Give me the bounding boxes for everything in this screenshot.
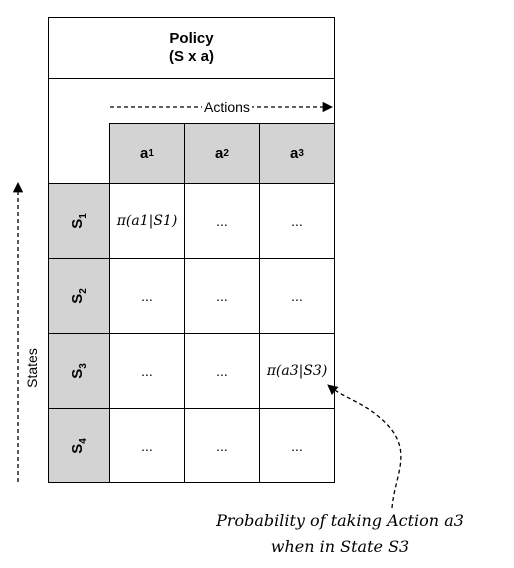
title-line-1: Policy [169, 30, 214, 47]
row-header-s1: S1 [48, 183, 110, 259]
policy-s1-a1: π(a1|S1) [116, 213, 178, 229]
actions-axis-label: Actions [202, 99, 252, 115]
cell-text: ... [216, 437, 228, 454]
cell-text: ... [216, 288, 228, 304]
cell-text: ... [291, 288, 303, 304]
cell-text: ... [141, 288, 153, 304]
col-base: a [140, 145, 149, 162]
col-sub: 3 [298, 148, 304, 159]
row-header-s3: S3 [48, 333, 110, 409]
cell-s4-a3: ... [259, 408, 335, 483]
annotation-arrow [327, 384, 402, 509]
cell-text: ... [141, 363, 153, 379]
col-sub: 1 [148, 148, 154, 159]
policy-s3-a3: π(a3|S3) [266, 363, 328, 379]
cell-text: ... [216, 363, 228, 379]
title-line-2: (S x a) [168, 48, 214, 65]
annotation-line-1: Probability of taking Action a3 [216, 511, 464, 530]
states-axis-label: States [24, 336, 40, 400]
cell-text: ... [141, 437, 153, 454]
states-text: States [24, 348, 40, 388]
col-base: a [215, 145, 224, 162]
annotation-text: Probability of taking Action a3 when in … [170, 508, 510, 560]
col-sub: 2 [223, 148, 229, 159]
cell-text: ... [291, 213, 303, 229]
row-header-s2: S2 [48, 258, 110, 334]
annotation-line-2: when in State S3 [270, 537, 410, 556]
cell-text: ... [216, 213, 228, 229]
cell-text: ... [291, 437, 303, 454]
policy-title: Policy (S x a) [48, 30, 335, 66]
col-base: a [290, 145, 299, 162]
title-separator [48, 78, 335, 79]
